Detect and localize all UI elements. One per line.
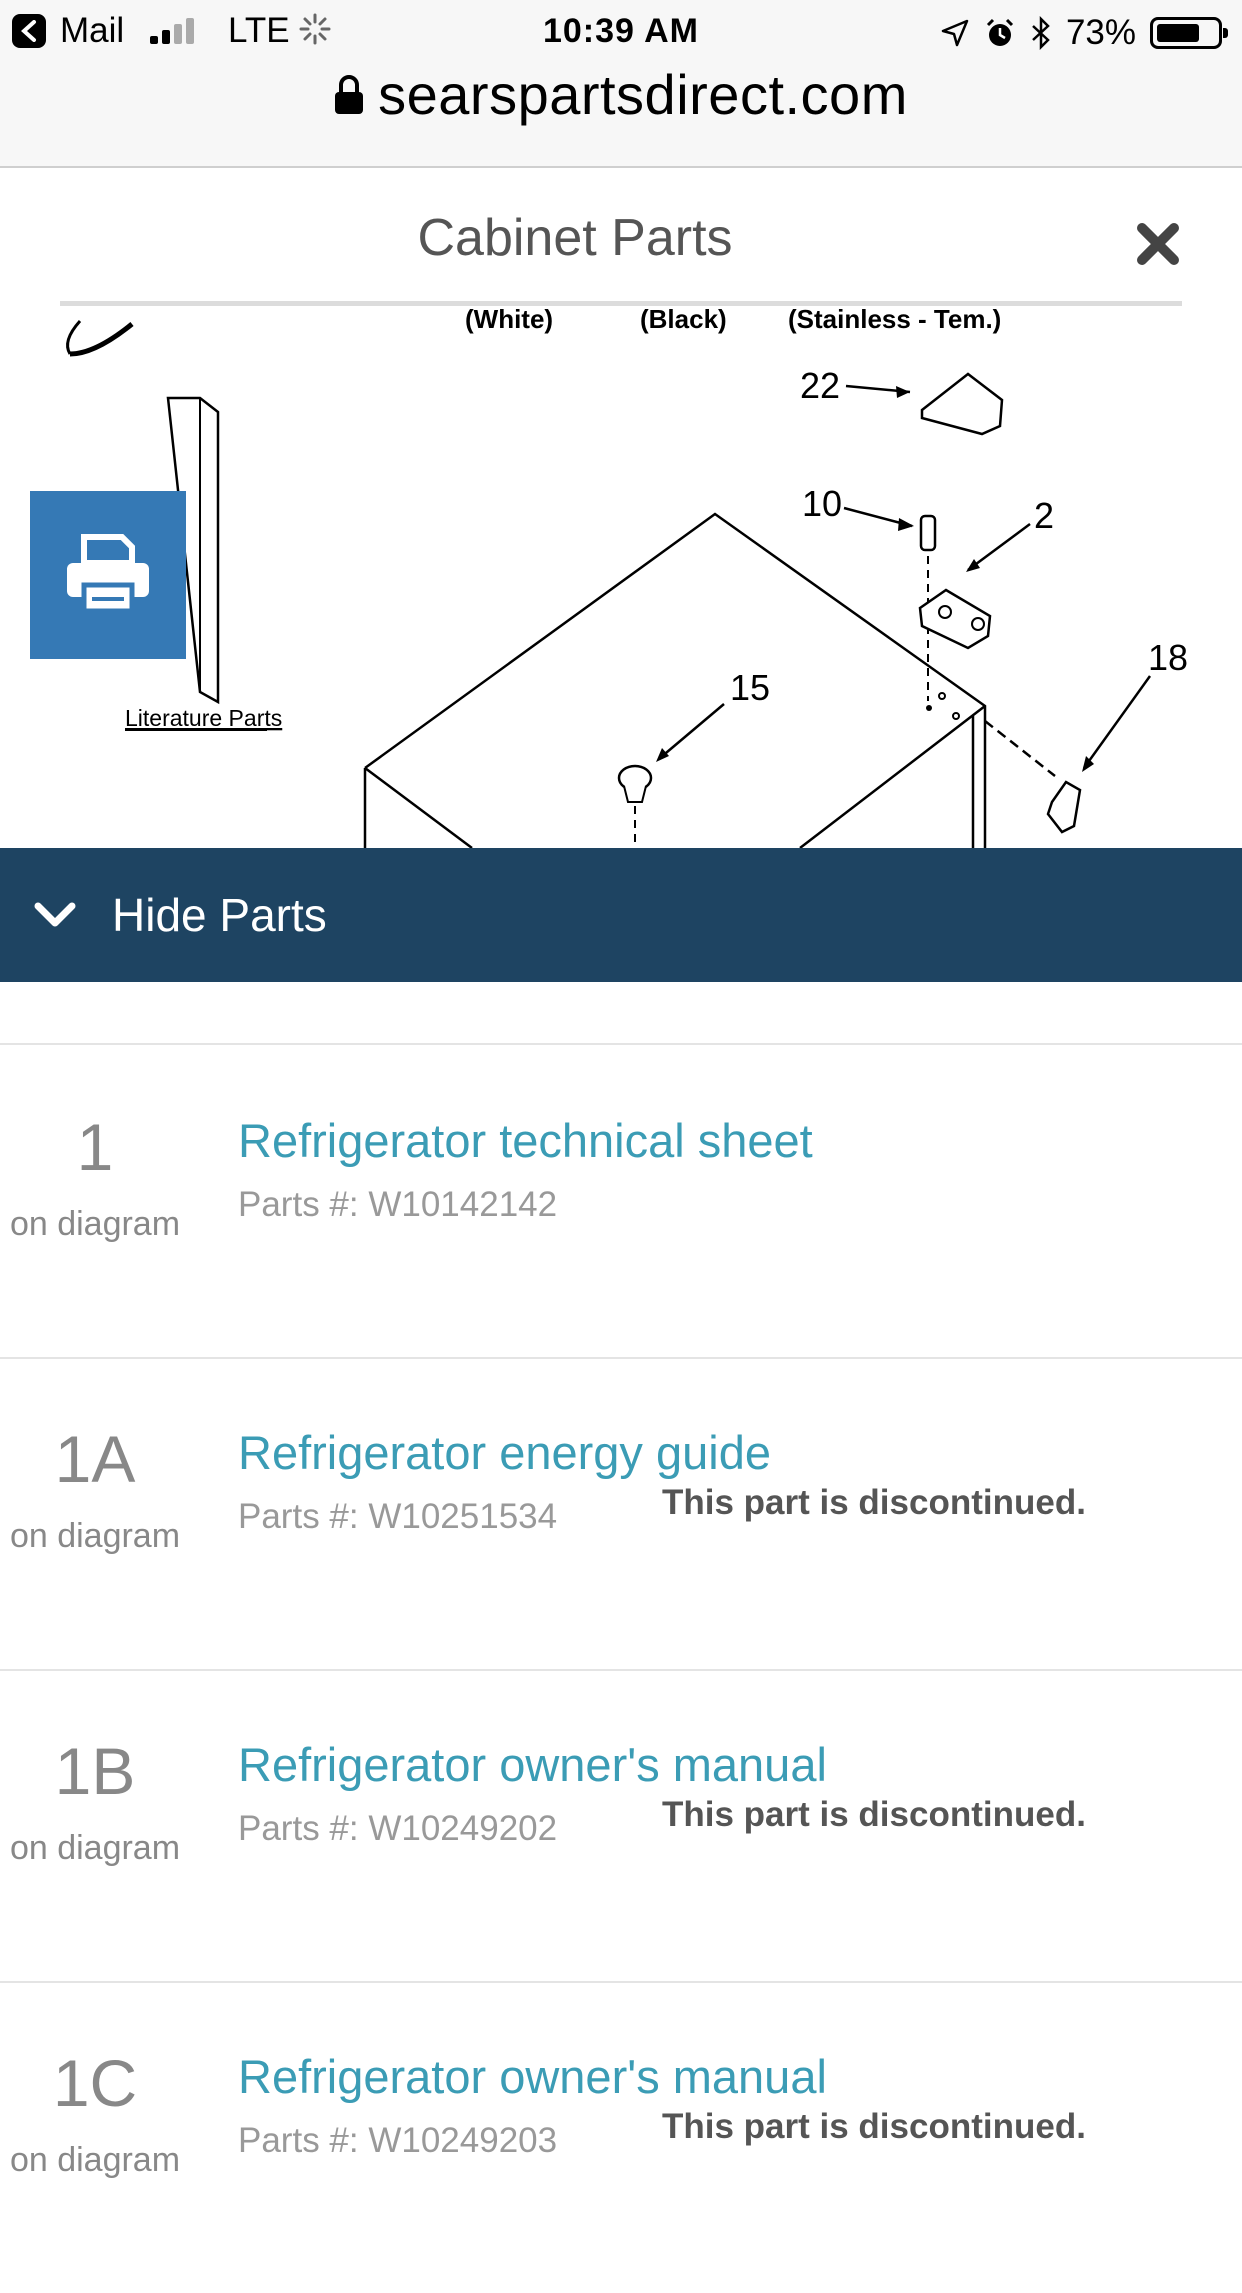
literature-parts-drawing	[166, 396, 220, 705]
part-name-link[interactable]: Refrigerator technical sheet	[238, 1114, 813, 1167]
chevron-down-icon	[34, 902, 76, 927]
discontinued-notice: This part is discontinued.	[662, 1483, 1086, 1522]
on-diagram-label: on diagram	[9, 2141, 181, 2179]
literature-parts-label: Literature Parts	[125, 705, 282, 731]
callout-10: 10	[802, 483, 842, 524]
loading-spinner-icon	[298, 12, 332, 56]
part-number: Parts #: W10251534	[238, 1497, 558, 1536]
list-item[interactable]: 1A on diagram Refrigerator energy guide …	[0, 1357, 1242, 1671]
on-diagram-label: on diagram	[9, 1829, 181, 1867]
discontinued-notice: This part is discontinued.	[662, 1795, 1086, 1834]
printer-icon	[67, 534, 149, 613]
url-text[interactable]: searspartsdirect.com	[378, 63, 908, 126]
list-item[interactable]: 1B on diagram Refrigerator owner's manua…	[0, 1669, 1242, 1983]
diagram-label-black: (Black)	[640, 306, 727, 334]
battery-percent: 73%	[1065, 13, 1136, 52]
diagram-number: 1B	[54, 1734, 136, 1808]
close-icon[interactable]	[1134, 220, 1182, 268]
callout-2: 2	[1034, 495, 1054, 536]
clock: 10:39 AM	[542, 12, 700, 50]
callout-22: 22	[800, 365, 840, 406]
on-diagram-label: on diagram	[9, 1205, 181, 1243]
discontinued-notice: This part is discontinued.	[662, 2107, 1086, 2146]
alarm-icon	[986, 18, 1013, 46]
part-name-link[interactable]: Refrigerator owner's manual	[238, 2050, 827, 2103]
title-divider	[60, 301, 1182, 306]
on-diagram-label: on diagram	[9, 1517, 181, 1555]
back-to-app-icon[interactable]	[12, 14, 46, 48]
list-divider	[0, 1043, 1242, 1045]
battery-icon	[1150, 17, 1228, 49]
url-bar[interactable]: searspartsdirect.com	[0, 62, 1242, 168]
part-name-link[interactable]: Refrigerator owner's manual	[238, 1738, 827, 1791]
diagram-number: 1	[76, 1110, 114, 1184]
print-button[interactable]	[30, 491, 186, 659]
callout-15: 15	[730, 667, 770, 708]
part-name-link[interactable]: Refrigerator energy guide	[238, 1426, 771, 1479]
cellular-signal-icon	[150, 16, 204, 44]
bluetooth-icon	[1032, 16, 1050, 50]
location-arrow-icon	[941, 19, 969, 47]
callout-18: 18	[1148, 637, 1188, 678]
back-app-label[interactable]: Mail	[60, 11, 125, 50]
diagram-label-stainless: (Stainless - Tem.)	[788, 306, 1001, 334]
parts-diagram[interactable]: (White) (Black) (Stainless - Tem.) Liter…	[0, 306, 1242, 848]
diagram-label-white: (White)	[465, 306, 553, 334]
part-number: Parts #: W10142142	[238, 1185, 558, 1224]
modal-title: Cabinet Parts	[417, 209, 733, 267]
status-bar: Mail LTE 10:39 AM 73%	[0, 0, 1242, 62]
diagram-number: 1A	[54, 1422, 136, 1496]
cabinet-drawing	[363, 512, 1056, 848]
lock-icon	[335, 74, 364, 114]
hide-parts-toggle[interactable]: Hide Parts	[0, 848, 1242, 982]
list-item[interactable]: 1 on diagram Refrigerator technical shee…	[0, 1045, 1242, 1359]
part-number: Parts #: W10249203	[238, 2121, 558, 2160]
diagram-number: 1C	[52, 2046, 138, 2120]
status-right: 73%	[940, 12, 1228, 54]
hide-parts-label: Hide Parts	[112, 889, 327, 941]
list-item[interactable]: 1C on diagram Refrigerator owner's manua…	[0, 1981, 1242, 2293]
part-number: Parts #: W10249202	[238, 1809, 558, 1848]
network-type: LTE	[228, 11, 290, 50]
